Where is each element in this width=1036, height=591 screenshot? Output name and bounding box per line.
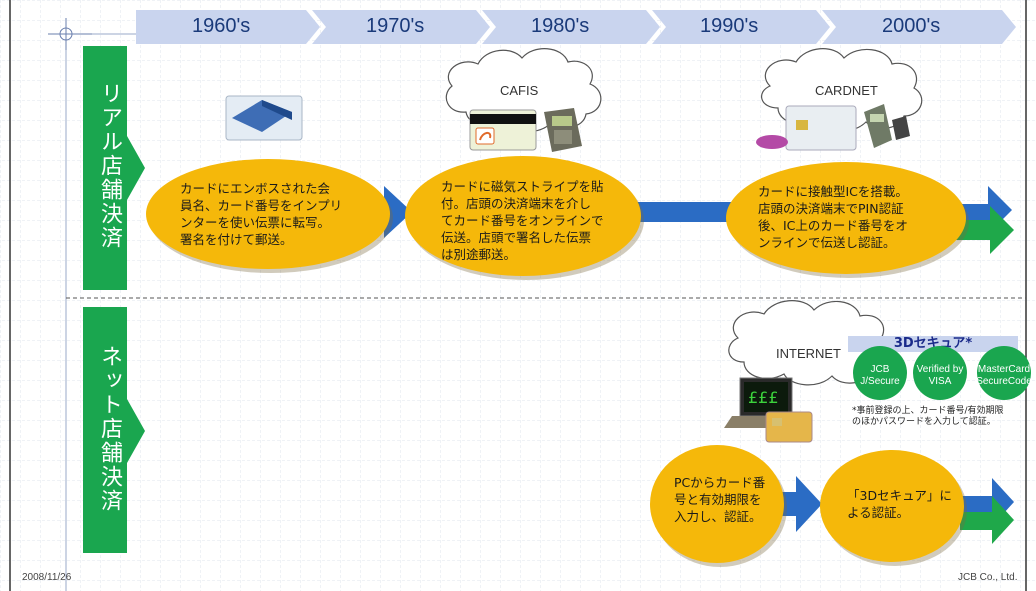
ellipse-pc-input [650,445,784,563]
decade-2000s: 2000's [882,15,941,37]
secure3d-badges [853,346,1031,400]
decade-1980s: 1980's [531,15,590,37]
section-net-banner [83,307,145,553]
timeline-band [136,10,1016,44]
step-emboss-text: カードにエンボスされた会 員名、カード番号をインプリ ンターを使い伝票に転写。 … [180,181,343,247]
section-real-banner [83,46,145,290]
step-pc-input-text: PCからカード番 号と有効期限を 入力し、認証。 [674,475,766,524]
step-ic-text: カードに接触型ICを搭載。 店頭の決済端末でPIN認証 後、IC上のカード番号を… [758,184,908,250]
svg-text:£££: £££ [748,388,779,407]
decade-1960s: 1960's [192,15,251,37]
arrow-green-1 [940,206,1014,254]
section-real-label: リアル店舗決済 [97,82,122,250]
ic-terminal-icon [864,104,910,148]
payment-terminal-icon [544,108,582,152]
arrow-green-2 [960,496,1014,544]
arrow-blue-4 [770,476,822,532]
secure3d-title: 3Dセキュア* [848,336,1018,352]
step-secure-auth-text: 「3Dセキュア」に よる認証。 [847,488,952,520]
arrow-blue-1 [370,186,412,238]
decade-1990s: 1990's [700,15,759,37]
gold-card-icon [765,411,813,443]
footer-company: JCB Co., Ltd. [958,572,1018,583]
decade-1970s: 1970's [366,15,425,37]
ellipse-secure-auth [820,450,964,562]
imprinter-icon [225,95,303,141]
ic-card-icon [756,105,857,151]
cloud-cafis-label: CAFIS [500,83,539,98]
footer-date: 2008/11/26 [22,572,72,583]
magnetic-card-icon [469,109,537,151]
secure3d-note: *事前登録の上、カード番号/有効期限 のほかパスワードを入力して認証。 [852,406,1004,427]
ellipse-magnetic [405,156,641,276]
section-net-label: ネット店舗決済 [97,345,122,513]
cloud-cardnet-label: CARDNET [815,83,878,98]
ellipse-ic [726,162,966,274]
cloud-internet-label: INTERNET [776,346,841,361]
ellipse-emboss [146,159,390,269]
step-magnetic-text: カードに磁気ストライプを貼 付。店頭の決済端末を介し てカード番号をオンラインで… [441,179,604,262]
